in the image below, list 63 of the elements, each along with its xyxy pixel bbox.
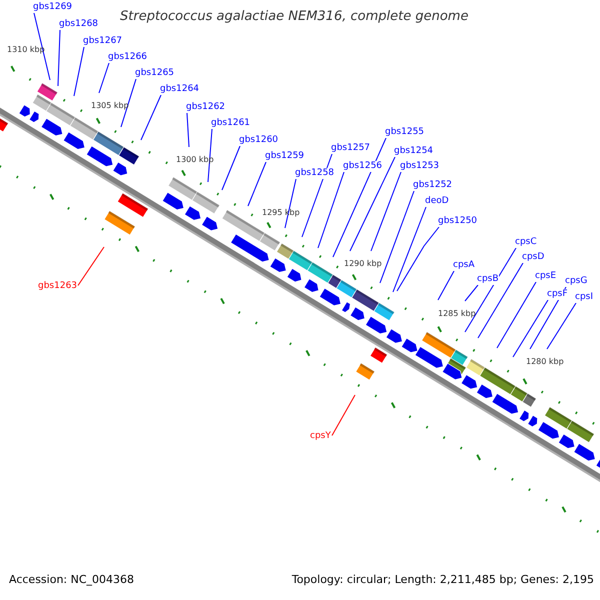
gene-label: gbs1264 <box>160 84 200 95</box>
leader-line <box>380 190 414 284</box>
leader-line <box>464 248 516 332</box>
gene-label: gbs1250 <box>438 216 478 227</box>
leader-line <box>74 46 84 96</box>
leader-line <box>140 94 162 140</box>
leader-line <box>332 394 356 436</box>
leader-line <box>438 270 454 300</box>
gene-label: gbs1257 <box>331 143 370 154</box>
leader-line <box>396 226 440 292</box>
gene-label: gbs1265 <box>135 68 174 79</box>
leader-line <box>78 246 104 286</box>
leader-line <box>98 62 110 94</box>
leader-line <box>120 78 136 128</box>
gene-label: cpsB <box>477 274 499 285</box>
gene-label: gbs1269 <box>33 2 72 13</box>
gene-label: gbs1256 <box>343 161 382 172</box>
gene-label: gbs1259 <box>265 151 304 162</box>
gene-label: gbs1252 <box>413 180 452 191</box>
gene-label: cpsF <box>547 289 568 300</box>
leader-line <box>546 302 576 350</box>
gene-label: gbs1258 <box>295 168 334 179</box>
gene-label: cpsA <box>453 260 475 271</box>
accession-text: Accession: NC_004368 <box>9 573 134 587</box>
leader-line <box>530 286 566 350</box>
leader-line <box>332 138 386 258</box>
position-label: 1280 kbp <box>526 357 564 367</box>
leader-line <box>208 128 212 182</box>
leader-line <box>302 154 332 238</box>
gene-label: gbs1266 <box>108 52 148 63</box>
gene-label: cpsY <box>310 431 331 442</box>
map-title: Streptococcus agalactiae NEM316, complete genome <box>120 9 468 25</box>
leader-line <box>248 162 266 206</box>
leader-line <box>34 12 50 80</box>
gene-label: gbs1255 <box>385 127 424 138</box>
gene-label: gbs1260 <box>239 135 278 146</box>
leader-line <box>478 262 524 338</box>
leader-line <box>58 30 60 86</box>
leader-line <box>350 156 396 252</box>
leader-line <box>512 300 548 358</box>
gene-label: gbs1254 <box>394 146 434 157</box>
position-label: 1285 kbp <box>438 309 476 319</box>
gene-label: gbs1268 <box>59 19 98 30</box>
gene-label: gbs1261 <box>211 118 250 129</box>
leader-line <box>222 146 240 190</box>
leader-line <box>496 282 536 348</box>
leader-line <box>318 172 344 248</box>
gene-label: cpsE <box>535 271 556 282</box>
genome-info-text: Topology: circular; Length: 2,211,485 bp; Genes: 2,195 <box>292 573 594 587</box>
gene-label: cpsG <box>565 276 588 287</box>
gene-label: cpsC <box>515 237 537 248</box>
gene-label: gbs1263 <box>38 281 78 292</box>
gene-label: gbs1262 <box>186 102 226 113</box>
leader-line <box>392 206 426 292</box>
gene-label: gbs1267 <box>83 36 122 47</box>
leader-line <box>370 172 402 252</box>
gene-label: deoD <box>425 196 449 207</box>
gene-label: cpsI <box>575 292 594 303</box>
leader-line <box>464 284 478 302</box>
position-label: 1290 kbp <box>344 259 382 269</box>
leader-line <box>186 112 190 148</box>
gene-label: cpsD <box>522 252 544 263</box>
gene-label: gbs1253 <box>400 161 440 172</box>
